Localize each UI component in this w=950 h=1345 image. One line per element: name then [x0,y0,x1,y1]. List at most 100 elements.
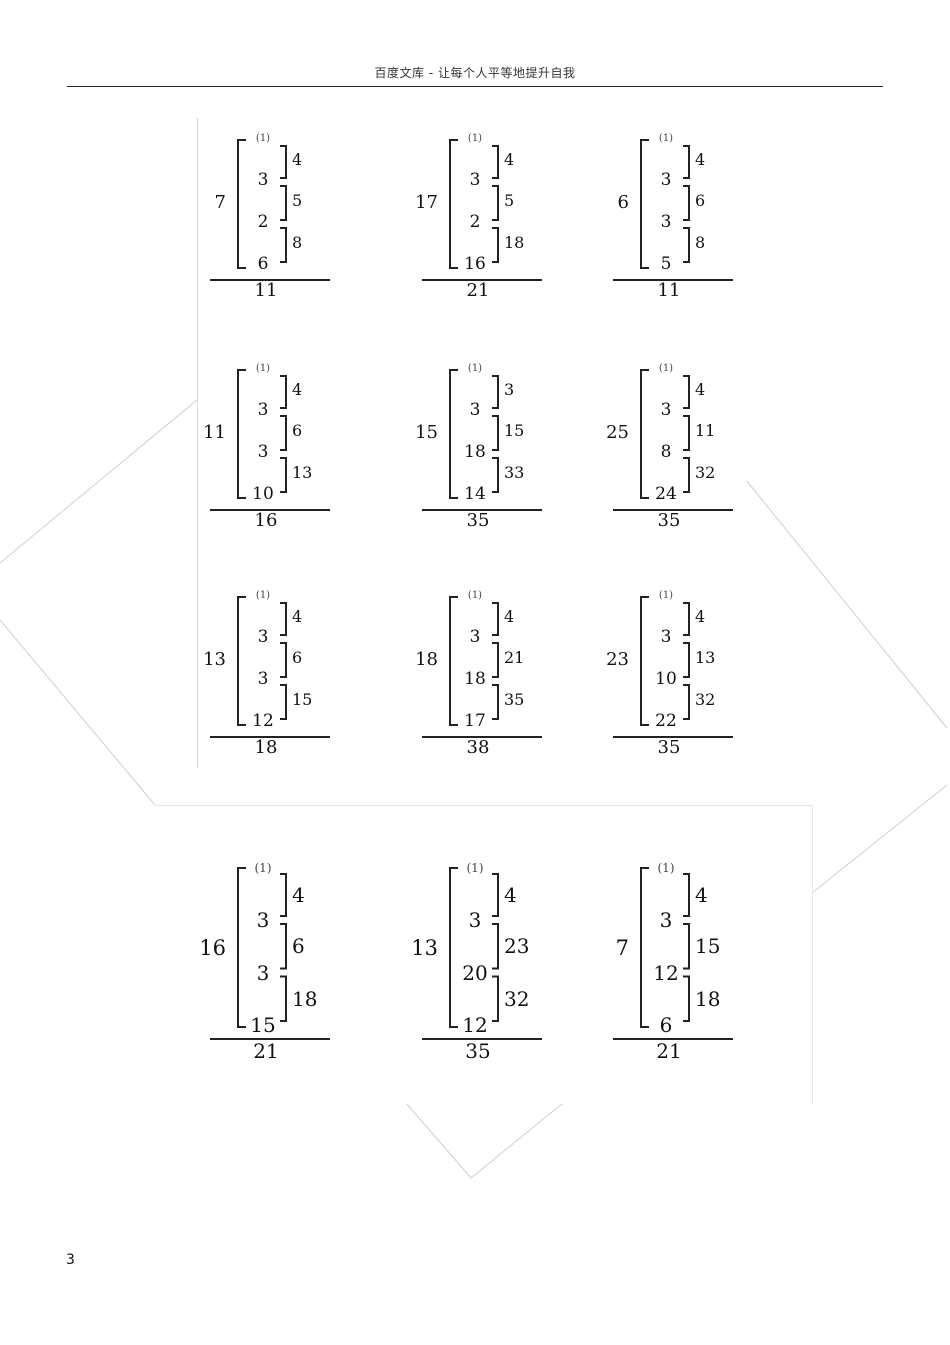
difference-2: 6 [292,934,305,959]
term-2: 3 [660,170,672,190]
right-half-bracket [280,375,287,409]
bracket-drawing [422,139,542,281]
difference-2: 11 [695,421,716,440]
result-number: 18 [254,737,278,758]
bracket-drawing [613,596,733,738]
total-number: 6 [617,192,629,213]
bracket-drawing [613,369,733,511]
term-2: 3 [660,400,672,420]
left-bracket [640,139,649,269]
term-1: (1) [255,363,271,374]
right-half-bracket [683,873,690,917]
term-1: (1) [658,363,674,374]
total-number: 7 [214,192,226,213]
result-number: 38 [466,737,490,758]
term-1: (1) [467,363,483,374]
difference-2: 6 [292,648,303,667]
term-4: 5 [660,254,672,274]
right-half-bracket [280,684,287,720]
difference-3: 13 [292,463,313,482]
left-bracket [640,596,649,726]
right-half-bracket [280,642,287,678]
difference-1: 4 [504,607,515,626]
difference-3: 8 [695,233,706,252]
difference-3: 18 [695,986,721,1011]
difference-3: 33 [504,463,525,482]
right-half-bracket [280,923,287,970]
right-half-bracket [683,227,690,263]
term-4: 6 [659,1013,673,1037]
right-half-bracket [280,227,287,263]
difference-3: 32 [695,690,716,709]
bracket-drawing [422,596,542,738]
right-half-bracket [683,415,690,451]
right-half-bracket [280,975,287,1022]
difference-2: 15 [504,421,525,440]
right-half-bracket [280,415,287,451]
term-1: (1) [255,590,271,601]
difference-3: 32 [695,463,716,482]
difference-1: 4 [292,607,303,626]
header-rule [67,86,883,87]
result-number: 35 [465,1039,491,1063]
difference-3: 18 [292,986,318,1011]
result-number: 21 [656,1039,682,1063]
result-number: 11 [657,280,681,301]
total-number: 25 [606,422,629,443]
right-half-bracket [683,375,690,409]
result-number: 21 [466,280,490,301]
right-half-bracket [280,873,287,917]
difference-1: 4 [695,150,706,169]
term-3: 3 [257,669,269,689]
difference-2: 5 [292,191,303,210]
total-number: 13 [203,649,226,670]
right-half-bracket [492,923,499,970]
right-half-bracket [683,185,690,221]
term-3: 3 [257,442,269,462]
left-bracket [237,139,246,269]
right-half-bracket [683,457,690,493]
term-4: 24 [655,484,677,504]
term-2: 3 [257,400,269,420]
term-2: 3 [660,627,672,647]
difference-1: 4 [504,883,517,907]
result-number: 11 [254,280,278,301]
right-half-bracket [492,145,499,179]
term-2: 3 [256,908,270,932]
term-1: (1) [466,861,484,875]
difference-3: 15 [292,690,313,709]
term-4: 14 [464,484,486,504]
term-4: 22 [655,711,677,731]
right-half-bracket [683,642,690,678]
right-half-bracket [492,375,499,409]
right-half-bracket [683,923,690,970]
term-3: 12 [653,960,679,985]
term-4: 15 [250,1013,276,1037]
term-3: 2 [257,212,269,232]
left-bracket [640,369,649,499]
term-3: 20 [462,960,488,985]
difference-2: 21 [504,648,525,667]
difference-1: 4 [695,380,706,399]
difference-2: 5 [504,191,515,210]
page-header: 百度文库 - 让每个人平等地提升自我 [374,66,576,80]
term-1: (1) [658,133,674,144]
right-half-bracket [492,975,499,1022]
term-3: 3 [256,960,270,985]
difference-3: 18 [504,233,525,252]
term-2: 3 [257,627,269,647]
term-3: 18 [464,669,486,689]
total-number: 13 [411,935,438,960]
left-bracket [237,369,246,499]
left-bracket [449,369,458,499]
difference-2: 6 [292,421,303,440]
bracket-drawing [210,369,330,511]
